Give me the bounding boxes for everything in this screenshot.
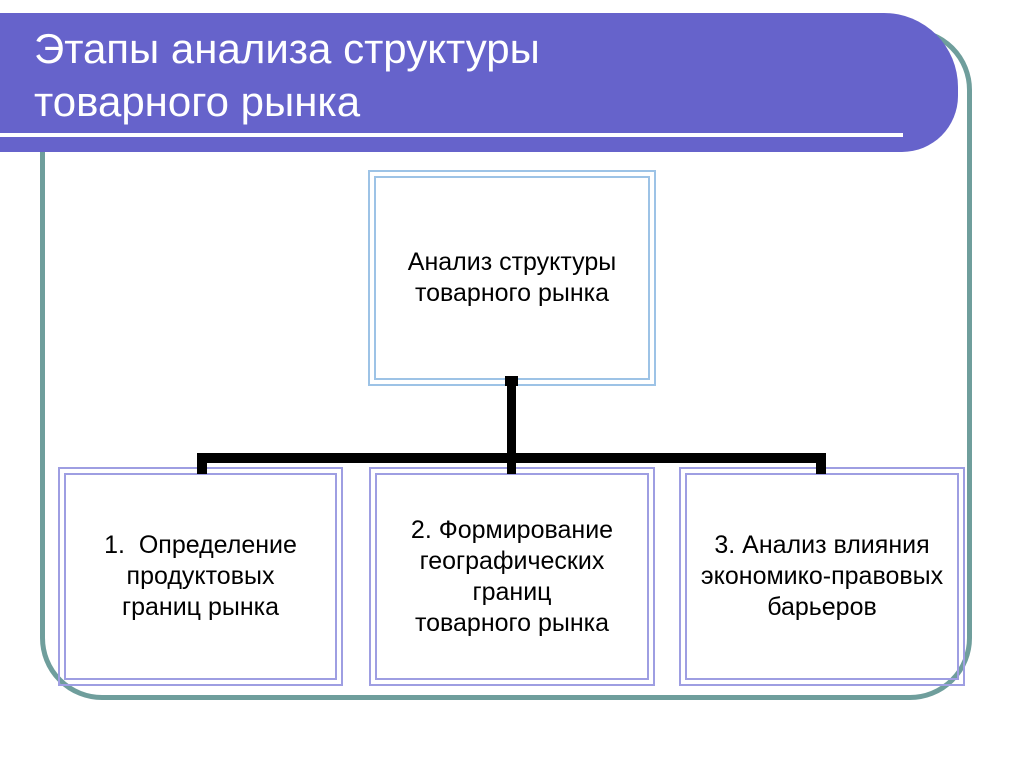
title-banner: Этапы анализа структуры товарного рынка: [0, 13, 958, 152]
diagram-child-label-3: 3. Анализ влияния экономико-правовых бар…: [685, 473, 959, 680]
diagram-child-label-2: 2. Формирование географических границ то…: [375, 473, 649, 680]
diagram-root-label: Анализ структуры товарного рынка: [374, 176, 650, 380]
slide-title: Этапы анализа структуры товарного рынка: [34, 25, 540, 125]
connector-stub-left: [197, 462, 207, 474]
diagram-child-box-2: 2. Формирование географических границ то…: [369, 467, 655, 686]
diagram-child-box-1: 1. Определение продуктовых границ рынка: [58, 467, 343, 686]
diagram-root-box: Анализ структуры товарного рынка: [368, 170, 656, 386]
connector-stub-center: [507, 462, 516, 474]
connector-horizontal-line: [197, 453, 826, 463]
diagram-child-label-1: 1. Определение продуктовых границ рынка: [64, 473, 337, 680]
title-underline: [0, 133, 903, 137]
connector-stub-right: [816, 462, 826, 474]
connector-vertical-line: [507, 379, 516, 454]
diagram-child-box-3: 3. Анализ влияния экономико-правовых бар…: [679, 467, 965, 686]
